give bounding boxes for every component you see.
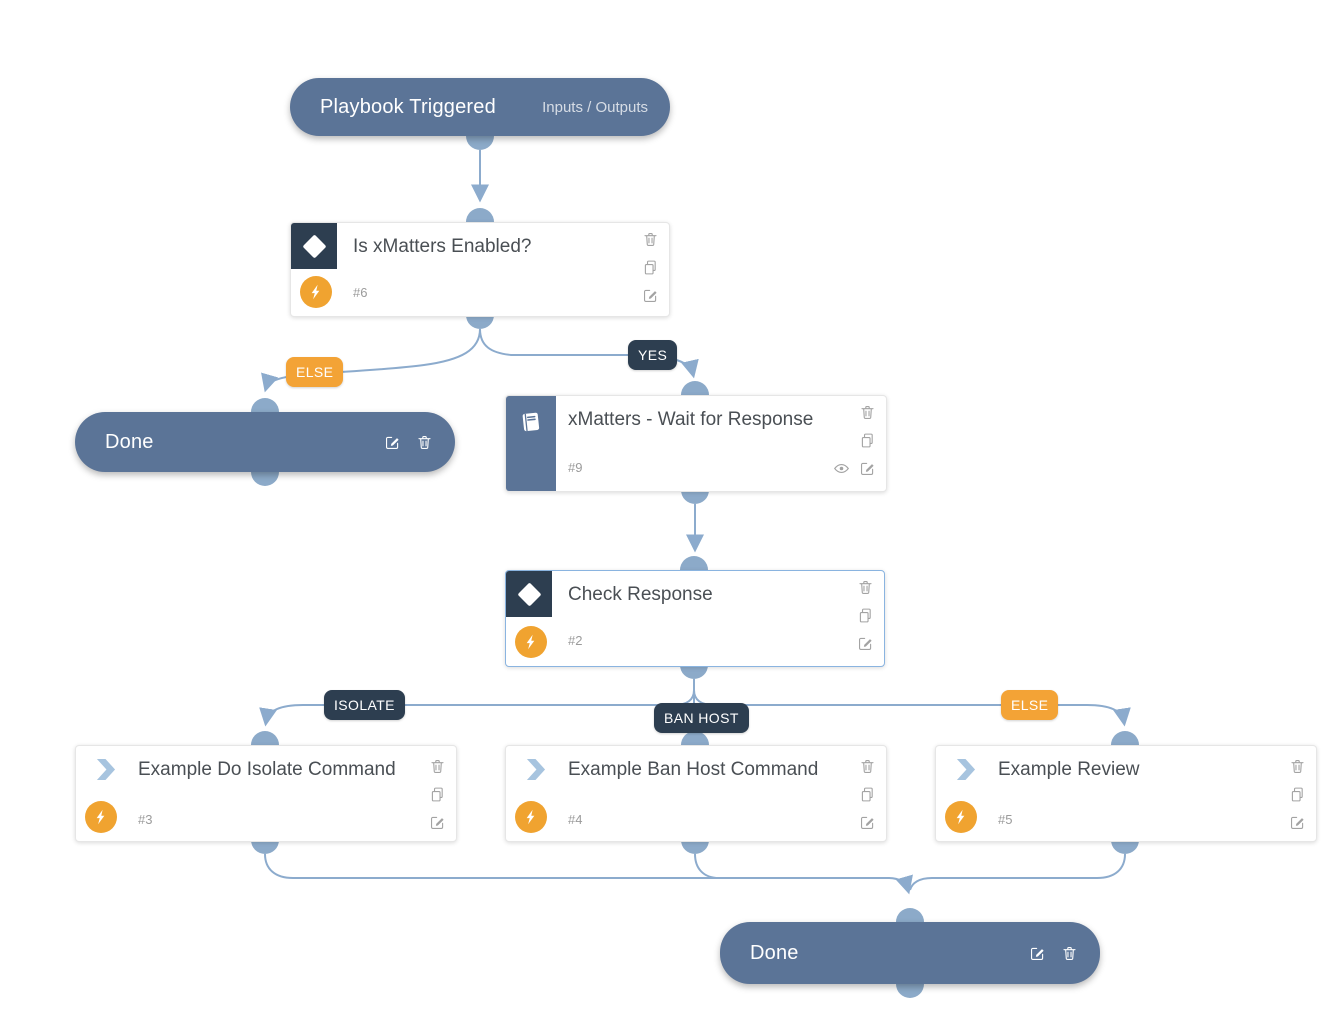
edge-label-ban-host[interactable]: BAN HOST: [654, 703, 749, 733]
decision-diamond-icon: [506, 571, 552, 617]
node-id: #2: [568, 633, 583, 648]
edge-else-review: [693, 679, 1131, 727]
eye-icon[interactable]: [833, 460, 850, 477]
node-title: Check Response: [568, 584, 713, 605]
node-check-response[interactable]: Check Response #2: [505, 570, 885, 667]
lightning-icon: [300, 276, 332, 308]
edge-label-else-bottom[interactable]: ELSE: [1001, 690, 1059, 720]
delete-icon[interactable]: [1061, 945, 1078, 962]
edit-icon[interactable]: [857, 635, 874, 652]
edit-icon[interactable]: [384, 434, 401, 451]
node-id: #5: [998, 812, 1013, 827]
edge-isolate-to-done: [264, 853, 913, 895]
edit-icon[interactable]: [859, 814, 876, 831]
node-id: #3: [138, 812, 153, 827]
edit-icon[interactable]: [1289, 814, 1306, 831]
edge-label-yes[interactable]: YES: [628, 340, 678, 370]
edge-review-to-done: [909, 853, 1126, 891]
lightning-icon: [945, 801, 977, 833]
edge-label-isolate[interactable]: ISOLATE: [324, 690, 405, 720]
lightning-icon: [515, 801, 547, 833]
copy-icon[interactable]: [642, 259, 659, 276]
node-title: Example Review: [998, 759, 1140, 780]
edit-icon[interactable]: [1029, 945, 1046, 962]
node-done-top[interactable]: Done: [75, 412, 455, 472]
playbook-type-bar: [506, 396, 556, 491]
edit-icon[interactable]: [642, 287, 659, 304]
lightning-icon: [515, 626, 547, 658]
node-example-review[interactable]: Example Review #5: [935, 745, 1317, 842]
book-icon: [522, 412, 540, 432]
edge-label-else-top[interactable]: ELSE: [286, 357, 344, 387]
node-id: #6: [353, 285, 368, 300]
copy-icon[interactable]: [859, 786, 876, 803]
edit-icon[interactable]: [859, 460, 876, 477]
lightning-icon: [85, 801, 117, 833]
node-example-do-isolate[interactable]: Example Do Isolate Command #3: [75, 745, 457, 842]
delete-icon[interactable]: [1289, 758, 1306, 775]
edge-yes-to-wait: [479, 328, 699, 379]
copy-icon[interactable]: [859, 432, 876, 449]
node-id: #9: [568, 460, 583, 475]
delete-icon[interactable]: [859, 758, 876, 775]
edit-icon[interactable]: [429, 814, 446, 831]
delete-icon[interactable]: [642, 231, 659, 248]
copy-icon[interactable]: [857, 607, 874, 624]
node-id: #4: [568, 812, 583, 827]
delete-icon[interactable]: [857, 579, 874, 596]
node-title: Example Do Isolate Command: [138, 759, 396, 780]
inputs-outputs-link[interactable]: Inputs / Outputs: [542, 98, 648, 116]
action-chevron-icon: [94, 759, 117, 785]
node-title: Done: [750, 941, 799, 964]
node-playbook-triggered[interactable]: Playbook Triggered Inputs / Outputs: [290, 78, 670, 136]
delete-icon[interactable]: [416, 434, 433, 451]
copy-icon[interactable]: [1289, 786, 1306, 803]
node-title: Is xMatters Enabled?: [353, 236, 532, 257]
delete-icon[interactable]: [429, 758, 446, 775]
node-wait-for-response[interactable]: xMatters - Wait for Response #9: [505, 395, 887, 492]
node-title: Example Ban Host Command: [568, 759, 819, 780]
edge-else-to-done: [261, 328, 481, 393]
edge-ban-to-done: [694, 853, 870, 879]
node-example-ban-host[interactable]: Example Ban Host Command #4: [505, 745, 887, 842]
copy-icon[interactable]: [429, 786, 446, 803]
action-chevron-icon: [954, 759, 977, 785]
delete-icon[interactable]: [859, 404, 876, 421]
node-is-xmatters-enabled[interactable]: Is xMatters Enabled? #6: [290, 222, 670, 317]
action-chevron-icon: [524, 759, 547, 785]
node-title: Playbook Triggered: [320, 95, 496, 118]
node-title: Done: [105, 430, 154, 453]
decision-diamond-icon: [291, 223, 337, 269]
node-title: xMatters - Wait for Response: [568, 409, 814, 430]
node-done-bottom[interactable]: Done: [720, 922, 1100, 984]
